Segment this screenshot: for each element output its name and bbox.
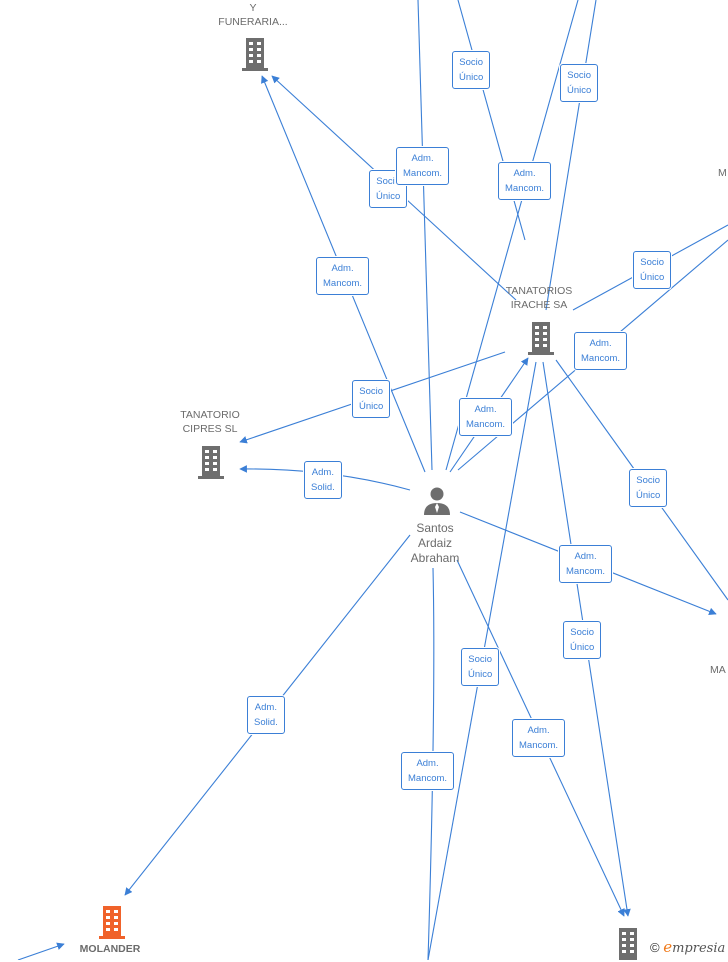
node-offscreen-ma[interactable]: MA [710,663,728,677]
edge-label-line: Adm. [254,702,277,713]
edge-label-line: Único [376,191,401,202]
edge-label-adm-mancom[interactable]: Adm. Mancom. [559,545,613,583]
node-label-line: CIPRES SL [182,423,238,435]
edge-label-adm-mancom[interactable]: Adm. Mancom. [574,332,628,370]
node-molander[interactable]: MOLANDER [62,942,158,956]
node-label-line: MOLANDER [79,943,141,955]
edge-label-line: Adm. [411,153,434,164]
edge-label-adm-mancom[interactable]: Adm. Mancom. [459,398,513,436]
edge-label-adm-solid[interactable]: Adm. Solid. [247,696,285,734]
node-santos-ardaiz-abraham[interactable]: Santos Ardaiz Abraham [395,521,475,566]
edge-label-adm-mancom[interactable]: Adm. Mancom. [396,147,450,185]
node-label-line: M [718,167,727,179]
building-icon [198,446,224,479]
edge-label-line: Adm. [574,551,597,562]
brand-logo-e: e [663,938,673,956]
edge-label-socio-unico[interactable]: Socio Único [629,469,668,507]
edge-label-adm-mancom[interactable]: Adm. Mancom. [512,719,566,757]
node-label-line: Y [249,2,257,14]
empresia-watermark: © empresia [650,938,725,956]
edge-label-line: Único [459,72,484,83]
edge-line [445,0,579,471]
edge-label-line: Mancom. [323,278,363,289]
edge-label-line: Adm. [311,467,334,478]
edge-label-adm-mancom[interactable]: Adm. Mancom. [401,752,455,790]
node-label-line: FUNERARIA... [218,16,288,28]
building-icon-highlight [99,906,125,939]
edge-label-line: Adm. [527,725,550,736]
edge-label-line: Adm. [589,338,612,349]
edge-label-line: Socio [640,257,665,268]
edge-line [457,0,526,241]
edge-label-socio-unico[interactable]: Socio Único [633,251,672,289]
edge-label-line: Único [636,490,661,501]
edge-label-adm-solid[interactable]: Adm. Solid. [304,461,342,499]
edge-label-line: Socio [567,70,592,81]
edge-label-line: Mancom. [581,353,621,364]
edge-label-line: Mancom. [466,419,506,430]
edge-label-line: Mancom. [403,168,443,179]
edge-label-line: Solid. [311,482,335,493]
edge-label-adm-mancom[interactable]: Adm. Mancom. [498,162,552,200]
edge-label-line: Socio [359,386,384,397]
edge-label-line: Único [570,642,595,653]
edge-label-line: Socio [459,57,484,68]
edge-label-line: Socio [376,176,401,187]
edge-label-socio-unico[interactable]: Socio Único [352,380,391,418]
node-label-line: Abraham [410,551,460,565]
edge-label-line: Adm. [513,168,536,179]
edge-label-line: Adm. [474,404,497,415]
edge-label-line: Mancom. [566,566,606,577]
node-label-line: TANATORIO [180,409,240,421]
edge-label-line: Socio [636,475,661,486]
node-funeraria[interactable]: Y FUNERARIA... [205,1,301,29]
edge-label-socio-unico[interactable]: Socio Único [461,648,500,686]
node-offscreen-m[interactable]: M [718,166,728,180]
building-icon [242,38,268,71]
edge-label-line: Único [640,272,665,283]
edge-label-line: Adm. [331,263,354,274]
node-tanatorios-irache[interactable]: TANATORIOS IRACHE SA [490,284,588,312]
edge-label-line: Socio [468,654,493,665]
edge-label-line: Mancom. [519,740,559,751]
node-label-line: IRACHE SA [510,299,568,311]
edge-label-line: Mancom. [505,183,545,194]
edge-line [545,0,597,311]
node-label-line: Ardaiz [417,536,452,550]
node-label-line: MA [710,664,726,676]
edge-line [17,942,65,960]
edge-label-line: Adm. [416,758,439,769]
edge-label-socio-unico[interactable]: Socio Único [369,170,408,208]
person-icon [424,487,450,515]
edge-label-adm-mancom[interactable]: Adm. Mancom. [316,257,370,295]
edge-label-line: Único [567,85,592,96]
edge-label-socio-unico[interactable]: Socio Único [560,64,599,102]
node-label-line: TANATORIOS [505,285,573,297]
edge-label-line: Único [359,401,384,412]
edge-line [417,0,433,471]
edge-label-socio-unico[interactable]: Socio Único [563,621,602,659]
building-icon [619,928,637,960]
edge-label-line: Solid. [254,717,278,728]
brand-logo-text: mpresia [672,941,726,956]
copyright-symbol: © [650,940,660,955]
edge-label-line: Mancom. [408,773,448,784]
edge-label-line: Socio [570,627,595,638]
edge-line [427,567,435,960]
node-tanatorio-cipres[interactable]: TANATORIO CIPRES SL [162,408,258,436]
building-icon [528,322,554,355]
node-label-line: Santos [416,521,454,535]
edge-label-line: Único [468,669,493,680]
edge-label-socio-unico[interactable]: Socio Único [452,51,491,89]
